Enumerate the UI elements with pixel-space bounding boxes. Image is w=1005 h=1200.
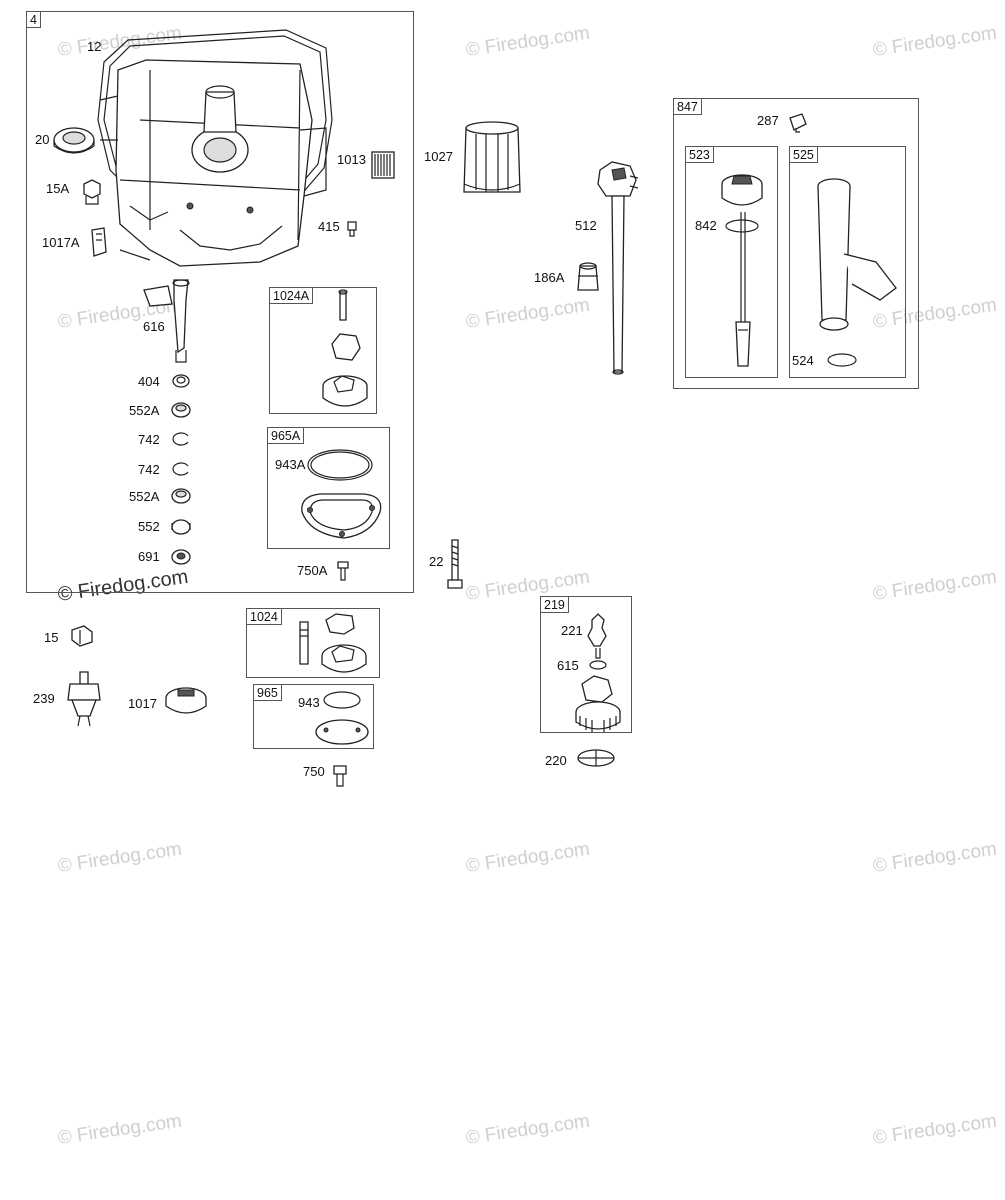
oil-pump-cover-a-part	[301, 449, 382, 539]
group-tag-1024: 1024	[247, 609, 282, 625]
callout-15: 15	[44, 630, 59, 645]
group-tag-525: 525	[790, 147, 818, 163]
group-tag-523: 523	[686, 147, 714, 163]
main-group-box: 4	[26, 11, 414, 593]
plug-15-part	[71, 625, 93, 647]
callout-552A-b: 552A	[129, 489, 160, 504]
group-box-965: 965	[253, 684, 374, 749]
callout-239: 239	[33, 691, 55, 706]
callout-943A: 943A	[275, 457, 306, 472]
sump-crankcase-part	[97, 29, 333, 267]
callout-12: 12	[87, 39, 102, 54]
dipstick-tube-part	[597, 161, 639, 375]
tube-fitting-part	[577, 262, 599, 291]
callout-404: 404	[138, 374, 160, 389]
group-tag-1024A: 1024A	[270, 288, 314, 304]
callout-750A: 750A	[297, 563, 328, 578]
dipstick-part	[721, 174, 763, 367]
oil-filter-part	[463, 121, 521, 193]
filter-insert-part	[371, 151, 395, 179]
callout-220: 220	[545, 753, 567, 768]
group-box-523: 523	[685, 146, 778, 378]
callout-615: 615	[557, 658, 579, 673]
oil-pump-rotor-part	[299, 613, 367, 673]
group-box-965A: 965A	[267, 427, 390, 549]
washer-220-part	[577, 749, 615, 767]
callout-22: 22	[429, 554, 444, 569]
callout-20: 20	[35, 132, 50, 147]
screw-750-part	[333, 765, 347, 787]
callout-1013: 1013	[337, 152, 366, 167]
callout-15A: 15A	[46, 181, 70, 196]
callout-524: 524	[792, 353, 814, 368]
callout-742b: 742	[138, 462, 160, 477]
governor-gear-part	[575, 613, 621, 732]
callout-415: 415	[318, 219, 340, 234]
callout-742: 742	[138, 432, 160, 447]
governor-shaft-part	[143, 279, 190, 363]
drain-plug-part	[83, 179, 101, 205]
screw-750A-part	[337, 561, 349, 581]
callout-186A: 186A	[534, 270, 565, 285]
callout-552: 552	[138, 519, 160, 534]
callout-552A: 552A	[129, 403, 160, 418]
group-box-1024A: 1024A	[269, 287, 377, 414]
e-ring-742b-part	[172, 462, 189, 476]
callout-1017: 1017	[128, 696, 157, 711]
oil-seal-part	[53, 127, 95, 154]
group-box-525: 525	[789, 146, 906, 378]
callout-1027: 1027	[424, 149, 453, 164]
group-tag-847: 847	[674, 99, 702, 115]
washer-404-part	[172, 374, 190, 388]
group-tag-219: 219	[541, 597, 569, 613]
bushing-552A-b-part	[171, 488, 191, 504]
bolt-22-part	[447, 539, 463, 589]
e-ring-742-part	[172, 432, 189, 446]
callout-287: 287	[757, 113, 779, 128]
washer-691-part	[171, 549, 191, 565]
callout-616: 616	[143, 319, 165, 334]
group-box-1024: 1024	[246, 608, 380, 678]
pressure-switch-part	[91, 227, 107, 257]
callout-512: 512	[575, 218, 597, 233]
callout-943: 943	[298, 695, 320, 710]
spacer-552-part	[171, 519, 191, 535]
group-box-219: 219	[540, 596, 632, 733]
group-tag-965A: 965A	[268, 428, 305, 444]
fill-tube-part	[817, 178, 897, 367]
callout-221: 221	[561, 623, 583, 638]
callout-842: 842	[695, 218, 717, 233]
callout-750: 750	[303, 764, 325, 779]
group-tag-4: 4	[27, 12, 41, 28]
oil-pump-rotor-a-part	[322, 289, 368, 407]
callout-1017A: 1017A	[42, 235, 80, 250]
group-tag-965: 965	[254, 685, 282, 701]
pressure-switch-1017-part	[165, 687, 207, 714]
oil-sensor-239-part	[67, 671, 101, 727]
callout-691: 691	[138, 549, 160, 564]
group-box-847: 847	[673, 98, 919, 389]
bushing-552A-part	[171, 402, 191, 418]
oil-pump-cover-part	[315, 691, 369, 745]
screw-287-part	[789, 113, 807, 133]
small-screw-part	[347, 221, 357, 237]
